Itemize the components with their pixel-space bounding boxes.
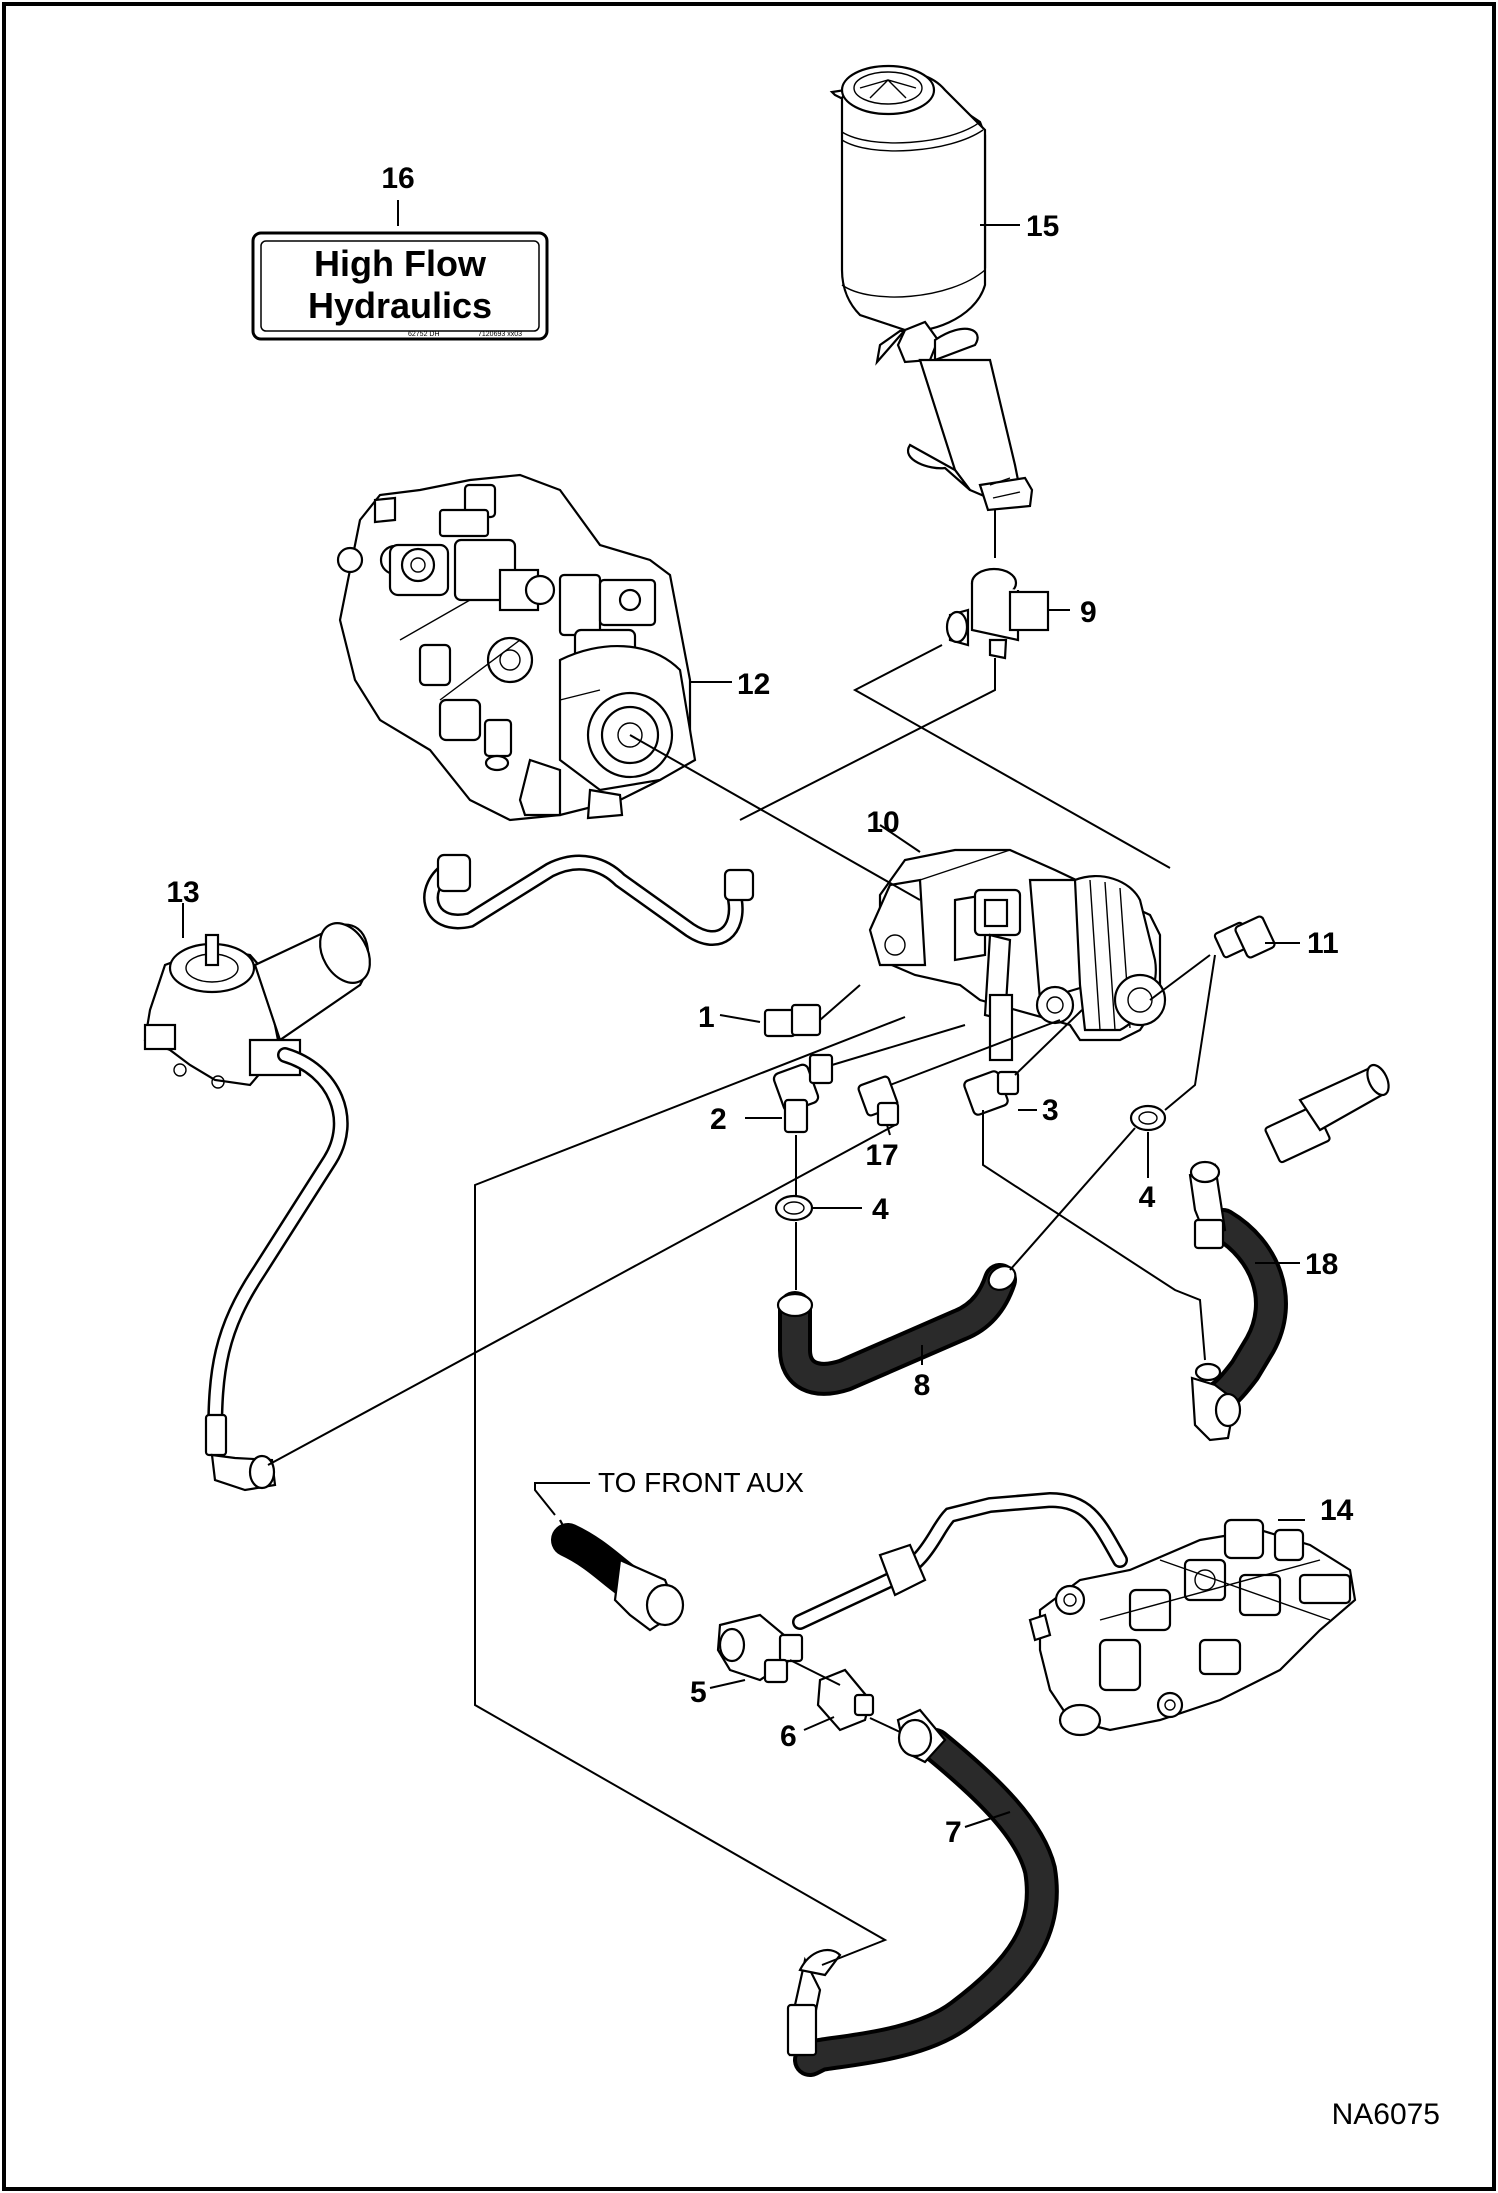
callout-4b: 4 [1139, 1181, 1156, 1214]
decal-line2: Hydraulics [308, 285, 492, 326]
part-6-fitting [816, 1668, 875, 1732]
callout-4a: 4 [872, 1193, 889, 1226]
part-9-fitting [945, 567, 1050, 660]
part-2-fitting [772, 1053, 834, 1134]
callout-3: 3 [1042, 1094, 1059, 1127]
tube-12-10 [423, 853, 755, 946]
callout-11: 11 [1307, 927, 1339, 960]
part-13-motor [143, 922, 371, 1089]
part-16-decal: High Flow Hydraulics 62752 DH 7120693 xx… [251, 231, 549, 341]
callout-9: 9 [1080, 596, 1097, 629]
callout-5: 5 [690, 1676, 707, 1709]
tube-5-14 [792, 1491, 1128, 1630]
callout-14: 14 [1320, 1494, 1354, 1527]
callout-2: 2 [710, 1103, 727, 1136]
note-to-front-aux: TO FRONT AUX [598, 1467, 804, 1498]
part-17-fitting [857, 1075, 900, 1127]
part-15-filter [829, 64, 1034, 512]
part-14-valve [1028, 1518, 1357, 1737]
callout-17: 17 [865, 1139, 898, 1172]
callout-18: 18 [1305, 1248, 1338, 1281]
callout-12: 12 [737, 668, 770, 701]
callout-1: 1 [698, 1001, 715, 1034]
part-7-hose [786, 1708, 1059, 2077]
part-10-gear-pump [868, 848, 1167, 1062]
part-3-fitting [963, 1070, 1020, 1116]
callout-16: 16 [381, 162, 414, 195]
part-18-hose [1188, 1063, 1390, 1442]
callout-13: 13 [166, 876, 199, 909]
callout-10: 10 [866, 806, 899, 839]
part-11-fitting [1213, 915, 1276, 959]
part-5-tee [716, 1613, 804, 1684]
front-aux-hose [551, 1519, 685, 1632]
callout-7: 7 [945, 1816, 962, 1849]
part-13-tube [204, 1047, 349, 1492]
callout-15: 15 [1026, 210, 1059, 243]
callout-6: 6 [780, 1720, 797, 1753]
part-12-pump [336, 473, 697, 822]
decal-fine-left: 62752 DH [408, 331, 440, 338]
leader-lines [182, 200, 1305, 1966]
part-8-hose [776, 1263, 1017, 1396]
callout-8: 8 [914, 1369, 931, 1402]
figure-code: NA6075 [1332, 2098, 1440, 2131]
part-1-fitting [763, 1003, 822, 1038]
callouts: 16 15 9 12 10 13 11 1 2 3 17 4 4 18 8 14… [166, 162, 1353, 1849]
decal-fine-right: 7120693 xx03 [478, 331, 522, 338]
part-4-clamp-left [774, 1194, 814, 1222]
part-4-clamp-right [1129, 1104, 1167, 1132]
decal-line1: High Flow [314, 243, 487, 284]
